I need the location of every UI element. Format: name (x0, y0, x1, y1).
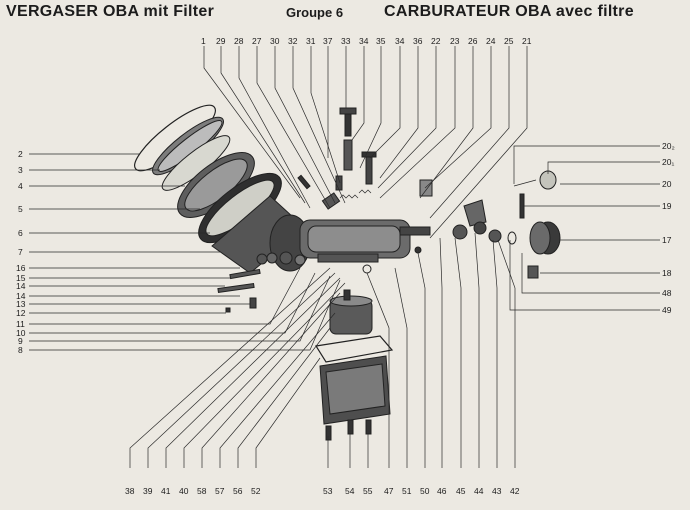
callout-label: 49 (662, 305, 672, 315)
callout-label: 24 (486, 36, 496, 46)
callout-label: 48 (662, 288, 672, 298)
callout-label: 13 (16, 299, 26, 309)
callout-label: 40 (179, 486, 189, 496)
callout-label: 14 (16, 281, 26, 291)
callout-label: 57 (215, 486, 225, 496)
callout-label: 32 (288, 36, 298, 46)
callout-label: 58 (197, 486, 207, 496)
group-label: Groupe 6 (286, 5, 344, 20)
title-german: VERGASER OBA mit Filter (6, 3, 215, 20)
callout-label: 50 (420, 486, 430, 496)
callout-label: 27 (252, 36, 262, 46)
callout-label: 19 (662, 201, 672, 211)
labels-bottom: 38 39 41 40 58 57 56 52 53 54 55 47 51 5… (125, 486, 520, 496)
parts-drawing (134, 104, 561, 441)
callout-label: 9 (18, 336, 23, 346)
callout-label: 28 (234, 36, 244, 46)
callout-label: 4 (18, 181, 23, 191)
callout-label: 16 (16, 263, 26, 273)
callout-label: 34 (359, 36, 369, 46)
leader-lines (29, 46, 660, 468)
callout-label: 25 (504, 36, 514, 46)
callout-label: 46 (437, 486, 447, 496)
callout-label: 54 (345, 486, 355, 496)
callout-label: 8 (18, 345, 23, 355)
callout-label: 23 (450, 36, 460, 46)
callout-label: 1 (201, 36, 206, 46)
title-french: CARBURATEUR OBA avec filtre (384, 3, 634, 20)
callout-label: 52 (251, 486, 261, 496)
callout-label: 6 (18, 228, 23, 238)
callout-label: 15 (16, 273, 26, 283)
callout-label: 10 (16, 328, 26, 338)
callout-label: 37 (323, 36, 333, 46)
callout-label: 36 (413, 36, 423, 46)
callout-label: 39 (143, 486, 153, 496)
callout-label: 56 (233, 486, 243, 496)
callout-label: 22 (431, 36, 441, 46)
callout-label: 29 (216, 36, 226, 46)
callout-label: 33 (341, 36, 351, 46)
labels-right: 20₂ 20₁ 20 19 17 18 48 49 (662, 141, 675, 315)
callout-label: 20₂ (662, 141, 675, 151)
callout-label: 55 (363, 486, 373, 496)
callout-label: 18 (662, 268, 672, 278)
callout-label: 2 (18, 149, 23, 159)
callout-label: 53 (323, 486, 333, 496)
callout-label: 26 (468, 36, 478, 46)
callout-label: 47 (384, 486, 394, 496)
callout-label: 20₁ (662, 157, 674, 167)
callout-label: 43 (492, 486, 502, 496)
callout-label: 3 (18, 165, 23, 175)
exploded-carburetor-diagram: 1 29 28 27 30 32 31 37 33 34 35 34 36 22… (16, 36, 675, 496)
callout-label: 45 (456, 486, 466, 496)
callout-label: 41 (161, 486, 171, 496)
labels-top: 1 29 28 27 30 32 31 37 33 34 35 34 36 22… (201, 36, 532, 46)
callout-label: 14 (16, 291, 26, 301)
callout-label: 35 (376, 36, 386, 46)
callout-label: 11 (16, 319, 25, 329)
callout-label: 51 (402, 486, 412, 496)
callout-label: 7 (18, 247, 23, 257)
callout-label: 20 (662, 179, 672, 189)
callout-label: 31 (306, 36, 316, 46)
callout-label: 42 (510, 486, 520, 496)
callout-label: 34 (395, 36, 405, 46)
callout-label: 21 (522, 36, 532, 46)
callout-label: 5 (18, 204, 23, 214)
callout-label: 12 (16, 308, 26, 318)
callout-label: 38 (125, 486, 135, 496)
callout-label: 44 (474, 486, 484, 496)
header: VERGASER OBA mit Filter Groupe 6 CARBURA… (0, 0, 690, 30)
callout-label: 17 (662, 235, 672, 245)
labels-left: 2 3 4 5 6 7 16 15 14 14 13 12 11 10 9 8 (16, 149, 26, 355)
callout-label: 30 (270, 36, 280, 46)
